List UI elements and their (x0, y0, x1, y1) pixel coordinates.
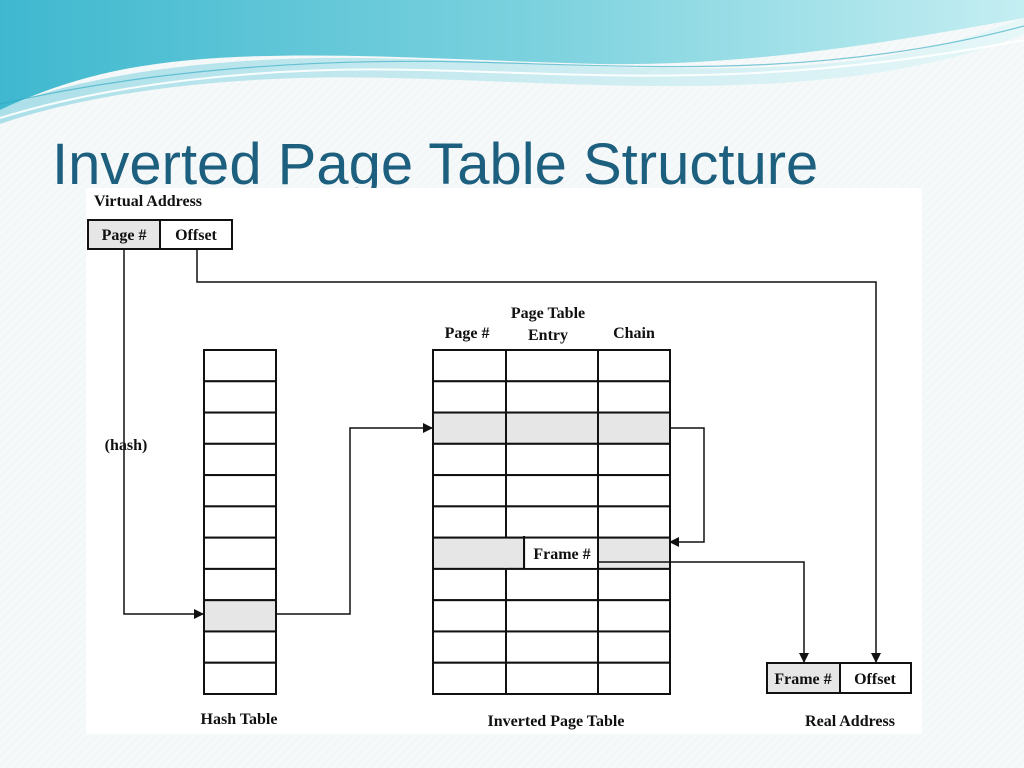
ipt-cell (505, 505, 599, 539)
ipt-cell (505, 349, 599, 383)
ipt-cell (505, 661, 599, 696)
ipt-cell (432, 505, 507, 539)
virtual-address-box (87, 219, 233, 250)
hash-table-row (203, 380, 277, 414)
ipt-cell (505, 442, 599, 477)
ipt-cell (597, 630, 671, 664)
ipt-cell (597, 567, 671, 602)
ipt-cell (505, 567, 599, 602)
ipt-cell (432, 599, 507, 633)
hash-table (203, 349, 277, 696)
hash-table-row (203, 505, 277, 539)
ipt-cell (432, 474, 507, 508)
hash-table-row (203, 442, 277, 477)
ipt-cell (432, 661, 507, 696)
arrow-frame-to-real (598, 561, 809, 663)
virtual-address-offset-field: Offset (175, 227, 217, 244)
ipt-cell (432, 567, 507, 602)
ipt-cell (505, 380, 599, 414)
real-address-box (766, 662, 912, 694)
ipt-frame-label: Frame # (533, 546, 590, 563)
virtual-address-caption: Virtual Address (94, 193, 202, 210)
ipt-cell (597, 661, 671, 696)
ipt-cell (432, 536, 507, 570)
ipt-cell (505, 474, 599, 508)
ipt-cell (432, 630, 507, 664)
ipt-cell (597, 411, 671, 445)
real-address-caption: Real Address (805, 713, 895, 730)
ipt-cell (597, 505, 671, 539)
hash-table-row (203, 536, 277, 570)
header-wave-decoration (0, 0, 1024, 124)
ipt-cell (505, 411, 599, 445)
arrow-page-to-hash (123, 249, 204, 619)
ipt-cell (505, 630, 599, 664)
hash-table-row (203, 661, 277, 696)
hash-table-row (203, 567, 277, 602)
hash-table-row (203, 599, 277, 633)
ipt-frame-cell (525, 538, 597, 568)
hash-label: (hash) (105, 437, 148, 454)
arrow-offset-to-real (196, 249, 881, 663)
arrow-chain-link (669, 427, 705, 547)
ipt-cell (597, 599, 671, 633)
hash-table-caption: Hash Table (201, 711, 278, 728)
ipt-cell (505, 599, 599, 633)
real-address-frame-field: Frame # (774, 671, 831, 688)
ipt-header-chain: Chain (613, 325, 655, 342)
ipt-header-entry-line1: Page Table (511, 305, 585, 322)
hash-table-row (203, 630, 277, 664)
hash-table-row (203, 411, 277, 445)
ipt-cell (432, 349, 507, 383)
ipt-cell (597, 380, 671, 414)
hash-table-row (203, 349, 277, 383)
slide-title: Inverted Page Table Structure (52, 132, 819, 190)
ipt-cell (597, 349, 671, 383)
ipt-header-entry-line2: Entry (528, 327, 568, 344)
ipt-cell (597, 474, 671, 508)
inverted-page-table (432, 349, 671, 696)
arrow-hash-to-ipt (276, 423, 433, 615)
ipt-cell (432, 442, 507, 477)
ipt-header-page: Page # (445, 325, 490, 342)
hash-table-row (203, 474, 277, 508)
ipt-cell (432, 411, 507, 445)
ipt-cell (432, 380, 507, 414)
ipt-cell (597, 536, 671, 570)
ipt-caption: Inverted Page Table (488, 713, 625, 730)
virtual-address-page-field: Page # (102, 227, 147, 244)
real-address-offset-field: Offset (854, 671, 896, 688)
ipt-cell (597, 442, 671, 477)
